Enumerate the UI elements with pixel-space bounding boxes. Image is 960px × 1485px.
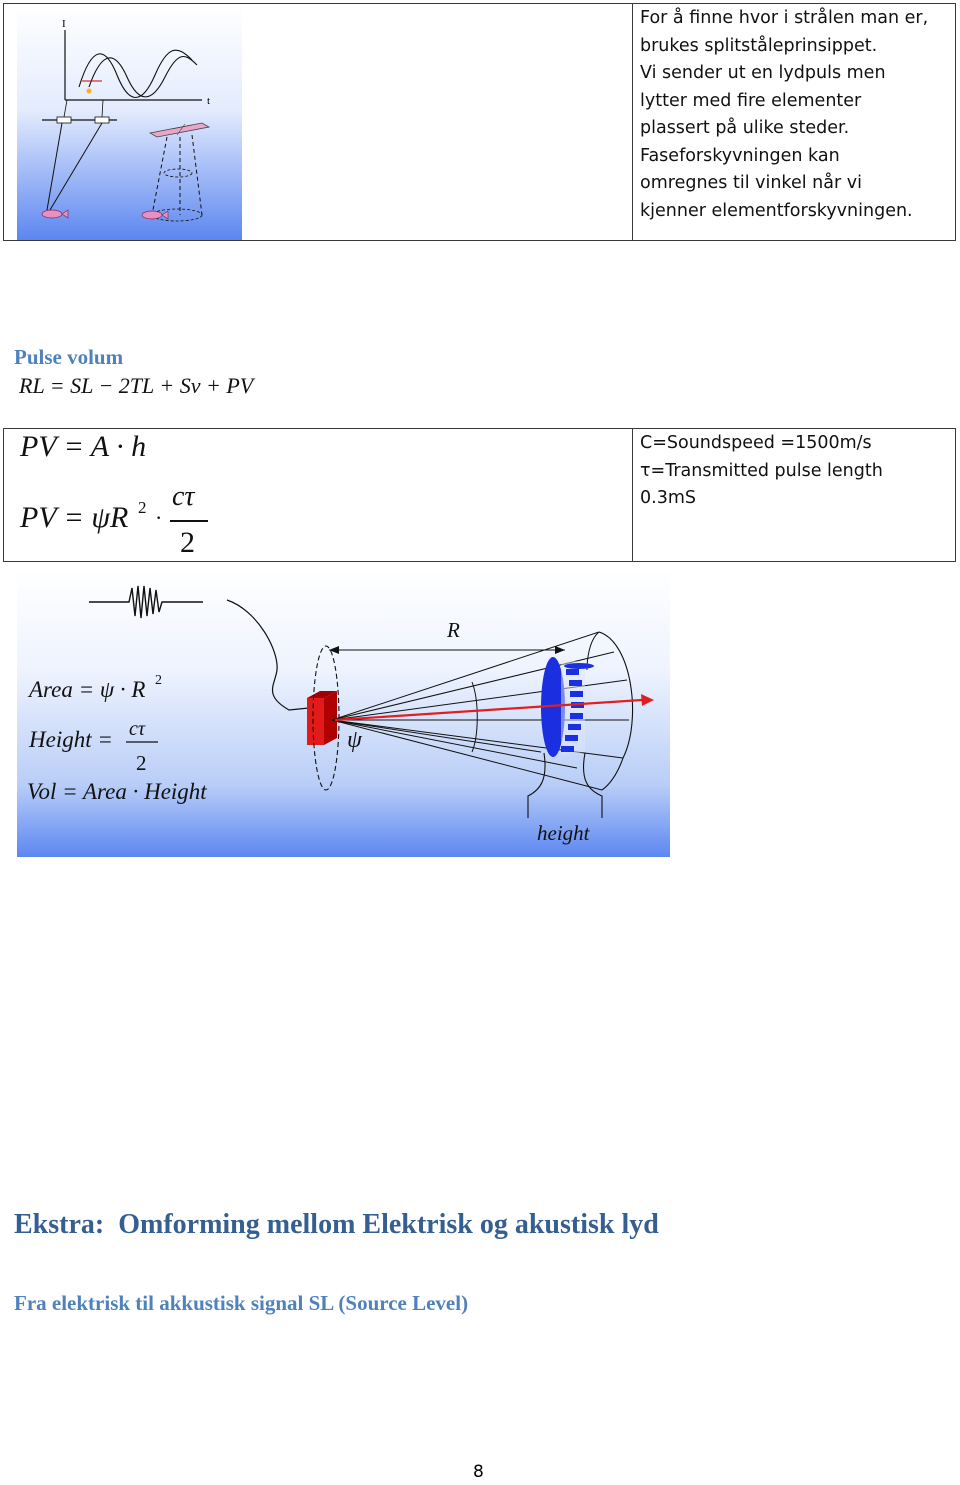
text-line: lytter med fire elementer <box>640 90 862 111</box>
exponent: 2 <box>138 498 147 517</box>
pv-psi-equation: PV = ψR <box>20 501 129 534</box>
radius-label: R <box>446 618 460 642</box>
dot-operator: · <box>155 505 163 530</box>
text-line: kjenner elementforskyvningen. <box>640 200 913 221</box>
text-line: brukes splitståleprinsippet. <box>640 35 878 56</box>
text-line: τ=Transmitted pulse length <box>640 460 883 481</box>
volume-formula: Vol = Area · Height <box>27 779 207 804</box>
split-beam-figure: I t <box>17 5 242 240</box>
text-line: For å finne hvor i strålen man er, <box>640 8 929 28</box>
page-number: 8 <box>473 1462 484 1482</box>
rl-equation: RL = SL − 2TL + Sv + PV <box>19 373 254 398</box>
axis-x-label: t <box>207 95 210 107</box>
split-beam-description: For å finne hvor i strålen man er, bruke… <box>640 5 928 225</box>
fraction-numerator: cτ <box>172 481 195 512</box>
text-line: Faseforskyvningen kan <box>640 145 840 166</box>
source-level-subheading: Fra elektrisk til akkustisk signal SL (S… <box>14 1291 469 1315</box>
pulse-volume-heading: Pulse volum <box>14 345 124 369</box>
area-exponent: 2 <box>155 673 162 688</box>
axis-y-label: I <box>62 18 66 30</box>
height-formula: Height = <box>28 727 113 752</box>
height-label: height <box>537 821 591 845</box>
text-line: 0.3mS <box>640 488 696 508</box>
pulse-volume-figure: R ψ height Area = ψ · R 2 Height = cτ 2 … <box>17 570 670 857</box>
table-divider <box>632 4 633 240</box>
pulse-parameters: C=Soundspeed =1500m/s τ=Transmitted puls… <box>640 430 883 513</box>
pv-area-equation: PV = A · h <box>20 430 147 463</box>
text-line: omregnes til vinkel når vi <box>640 173 862 193</box>
fraction-denominator: 2 <box>180 526 195 559</box>
table-divider <box>632 429 633 561</box>
text-line: Vi sender ut en lydpuls men <box>640 63 886 83</box>
pulse-volume-table <box>3 428 956 562</box>
height-denominator: 2 <box>136 751 147 775</box>
text-line: C=Soundspeed =1500m/s <box>640 433 872 453</box>
extra-section-heading: Ekstra: Omforming mellom Elektrisk og ak… <box>14 1209 659 1240</box>
height-numerator: cτ <box>129 718 146 740</box>
split-beam-table <box>3 3 956 241</box>
fraction-bar <box>170 520 208 522</box>
text-line: plassert på ulike steder. <box>640 118 850 138</box>
psi-label: ψ <box>347 727 363 753</box>
area-formula: Area = ψ · R <box>27 677 145 702</box>
